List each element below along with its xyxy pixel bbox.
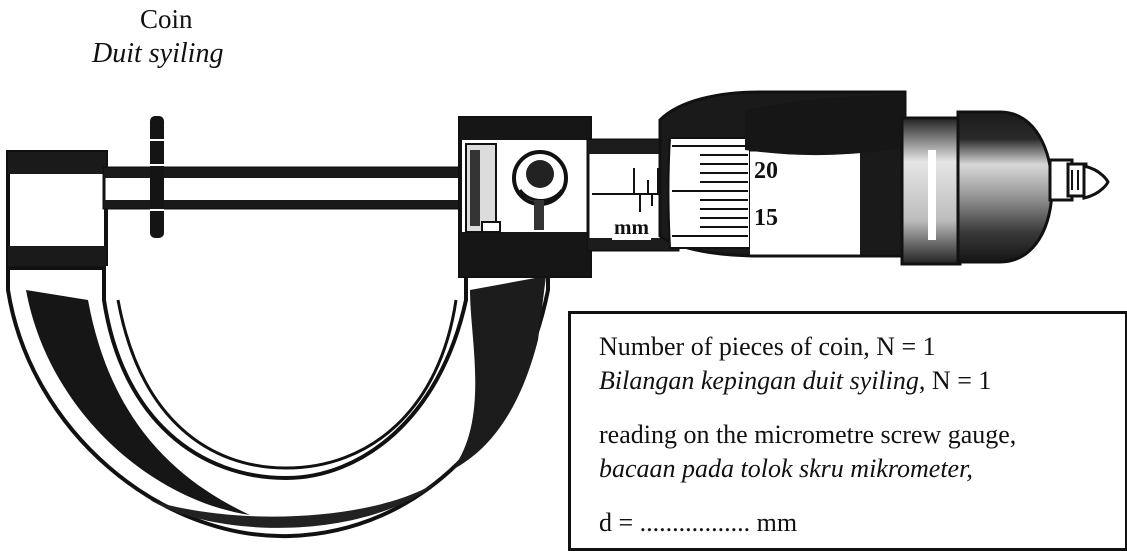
thimble <box>658 90 907 258</box>
frame-shadow-left <box>26 290 250 515</box>
info-line-pieces-ms: Bilangan kepingan duit syiling, N = 1 <box>599 366 991 396</box>
sleeve-unit-mm: mm <box>612 215 651 240</box>
info-line-pieces-ms-text: Bilangan kepingan duit syiling <box>599 366 919 395</box>
frame <box>6 263 550 539</box>
coin-label: Coin <box>140 4 193 34</box>
frame-right-shade <box>452 276 546 470</box>
frame-inner-edge <box>116 299 458 470</box>
ratchet-cap <box>900 110 1110 266</box>
anvil <box>6 150 108 266</box>
thimble-scale-15: 15 <box>754 205 778 231</box>
coin-label-ms: Duit syiling <box>92 38 224 69</box>
info-line-d-blank: d = ................. mm <box>599 508 798 537</box>
lock-body <box>458 116 592 278</box>
coin <box>150 116 164 238</box>
frame-shadow-bottom <box>150 480 440 528</box>
thimble-scale-20: 20 <box>754 158 778 184</box>
info-line-pieces: Number of pieces of coin, N = 1 <box>599 332 936 361</box>
info-line-reading: reading on the micrometre screw gauge, <box>599 420 1017 449</box>
thimble-ticks <box>672 145 748 237</box>
info-box: Number of pieces of coin, N = 1 Bilangan… <box>568 311 1127 551</box>
info-line-pieces-ms-count: , N = 1 <box>918 366 992 395</box>
info-line-reading-ms: bacaan pada tolok skru mikrometer, <box>599 454 973 483</box>
